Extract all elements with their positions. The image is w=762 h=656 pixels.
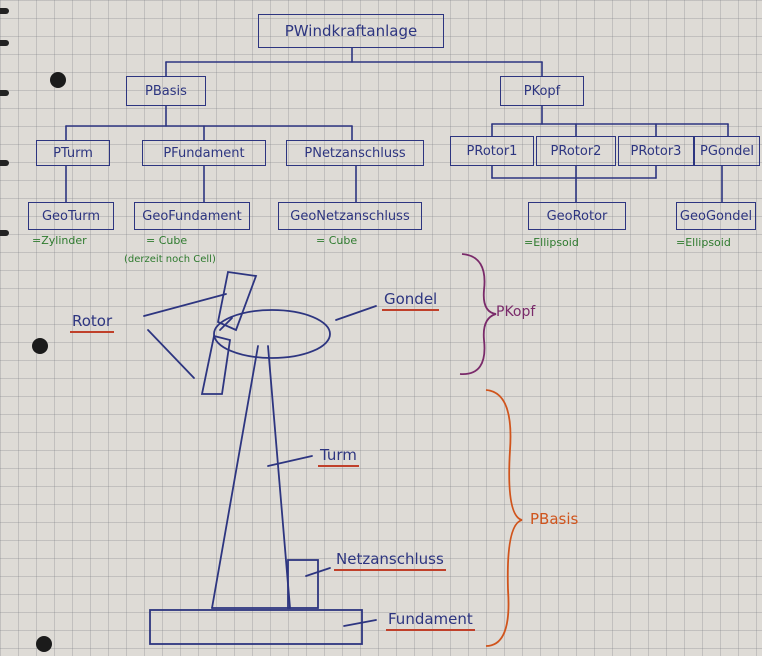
punch-hole	[50, 72, 66, 88]
node-geofundament: GeoFundament	[134, 202, 250, 230]
pbasis-brace	[485, 389, 523, 647]
note-cube-2: = Cube	[316, 234, 358, 247]
binder-ring	[0, 40, 9, 46]
note-zylinder: =Zylinder	[32, 234, 87, 247]
pkopf-brace	[459, 253, 497, 375]
binder-ring	[0, 8, 9, 14]
node-protor3: PRotor3	[618, 136, 694, 166]
label-rotor: Rotor	[70, 312, 115, 333]
node-geogondel: GeoGondel	[676, 202, 756, 230]
label-turm: Turm	[318, 446, 359, 467]
punch-hole	[32, 338, 48, 354]
note-cube: = Cube	[146, 234, 188, 247]
nacelle-sketch	[213, 309, 331, 359]
label-netzanschluss: Netzanschluss	[334, 550, 446, 571]
label-fundament: Fundament	[386, 610, 475, 631]
node-pturm: PTurm	[36, 140, 110, 166]
binder-ring	[0, 230, 9, 236]
node-georotor: GeoRotor	[528, 202, 626, 230]
node-pfundament: PFundament	[142, 140, 266, 166]
binder-ring	[0, 160, 9, 166]
node-pnetzanschluss: PNetzanschluss	[286, 140, 424, 166]
node-pbasis: PBasis	[126, 76, 206, 106]
note-ellipsoid: =Ellipsoid	[524, 236, 579, 249]
node-pgondel: PGondel	[694, 136, 760, 166]
node-protor1: PRotor1	[450, 136, 534, 166]
node-geonetzanschluss: GeoNetzanschluss	[278, 202, 422, 230]
node-pkopf: PKopf	[500, 76, 584, 106]
foundation-sketch	[149, 609, 363, 645]
label-gondel: Gondel	[382, 290, 440, 311]
binder-edge	[0, 0, 66, 656]
brace-label-pkopf: PKopf	[496, 304, 536, 320]
binder-ring	[0, 90, 9, 96]
note-cell: (derzeit noch Cell)	[124, 254, 216, 265]
brace-label-pbasis: PBasis	[530, 510, 579, 528]
node-protor2: PRotor2	[536, 136, 616, 166]
node-geoturm: GeoTurm	[28, 202, 114, 230]
punch-hole	[36, 636, 52, 652]
note-ellipsoid-2: =Ellipsoid	[676, 236, 731, 249]
node-root: PWindkraftanlage	[258, 14, 444, 48]
